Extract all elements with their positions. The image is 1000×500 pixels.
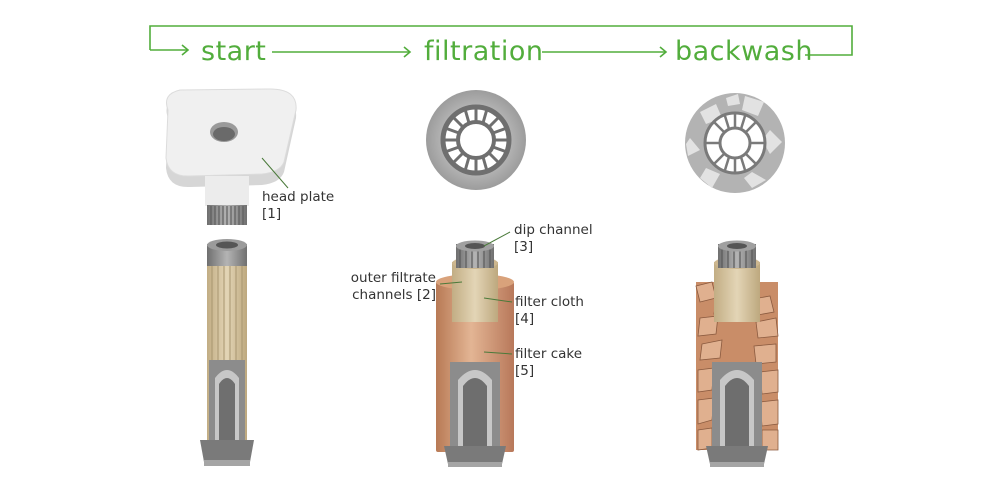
filtration-cross-section bbox=[426, 90, 526, 190]
label-dip-channel: dip channel [3] bbox=[514, 222, 593, 256]
label-filter-cloth-name: filter cloth bbox=[515, 294, 584, 311]
stage-title-start: start bbox=[201, 36, 266, 68]
stage-title-backwash: backwash bbox=[675, 36, 813, 68]
label-outer-filtrate-channels: outer filtrate channels [2] bbox=[330, 270, 436, 304]
label-filter-cloth: filter cloth [4] bbox=[515, 294, 584, 328]
label-outer-filtrate-line1: outer filtrate bbox=[330, 270, 436, 287]
label-head-plate-name: head plate bbox=[262, 189, 334, 206]
start-filter-candle bbox=[200, 239, 254, 466]
label-dip-channel-ref: [3] bbox=[514, 239, 593, 256]
backwash-filter-candle bbox=[696, 241, 778, 468]
label-outer-filtrate-line2: channels [2] bbox=[330, 287, 436, 304]
label-filter-cake: filter cake [5] bbox=[515, 346, 582, 380]
label-head-plate: head plate [1] bbox=[262, 189, 334, 223]
backwash-cross-section bbox=[685, 93, 785, 193]
label-filter-cake-ref: [5] bbox=[515, 363, 582, 380]
stage-title-filtration: filtration bbox=[424, 36, 543, 68]
label-filter-cloth-ref: [4] bbox=[515, 311, 584, 328]
label-dip-channel-name: dip channel bbox=[514, 222, 593, 239]
label-head-plate-ref: [1] bbox=[262, 206, 334, 223]
start-dip-channel-teeth bbox=[207, 205, 247, 225]
label-filter-cake-name: filter cake bbox=[515, 346, 582, 363]
